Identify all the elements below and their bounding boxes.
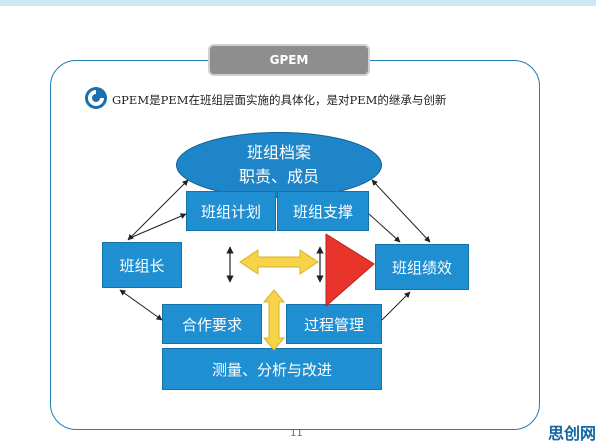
process-management-box: 过程管理 [286, 304, 382, 344]
team-leader-box: 班组长 [102, 242, 182, 288]
team-performance-box: 班组绩效 [375, 244, 469, 290]
arrow-ellipse-performance [371, 179, 431, 243]
page-number: 11 [290, 428, 303, 439]
process-management-label: 过程管理 [303, 315, 364, 334]
arrow-leader-cooperation [119, 289, 163, 321]
title-tab: GPEM [208, 44, 370, 76]
subtitle: GPEM是PEM在班组层面实施的具体化，是对PEM的继承与创新 [112, 93, 447, 107]
team-support-label: 班组支撑 [292, 202, 353, 221]
yellow-vertical-arrow [262, 289, 286, 351]
title-text: GPEM [269, 53, 309, 67]
ellipse-line-1: 班组档案 [246, 143, 311, 162]
top-bar [0, 0, 596, 6]
team-archive-ellipse: 班组档案 职责、成员 [176, 132, 382, 198]
measurement-label: 测量、分析与改进 [211, 360, 332, 379]
cooperation-label: 合作要求 [181, 315, 242, 334]
brand-watermark: 思创网 [548, 424, 596, 443]
measurement-box: 测量、分析与改进 [162, 348, 382, 390]
ellipse-line-2: 职责、成员 [238, 167, 319, 186]
team-plan-box: 班组计划 [186, 191, 276, 231]
team-performance-label: 班组绩效 [391, 258, 452, 277]
arrow-support-performance [368, 213, 401, 243]
arrow-ellipse-leader [127, 179, 189, 241]
team-support-box: 班组支撑 [277, 191, 369, 231]
cooperation-box: 合作要求 [162, 304, 262, 344]
logo-icon [84, 86, 108, 110]
team-leader-label: 班组长 [119, 256, 165, 275]
arrow-leader-plan [129, 213, 187, 239]
arrow-process-performance [381, 291, 411, 321]
yellow-horizontal-arrow [239, 249, 319, 275]
red-triangle [325, 233, 375, 308]
team-plan-label: 班组计划 [200, 202, 261, 221]
